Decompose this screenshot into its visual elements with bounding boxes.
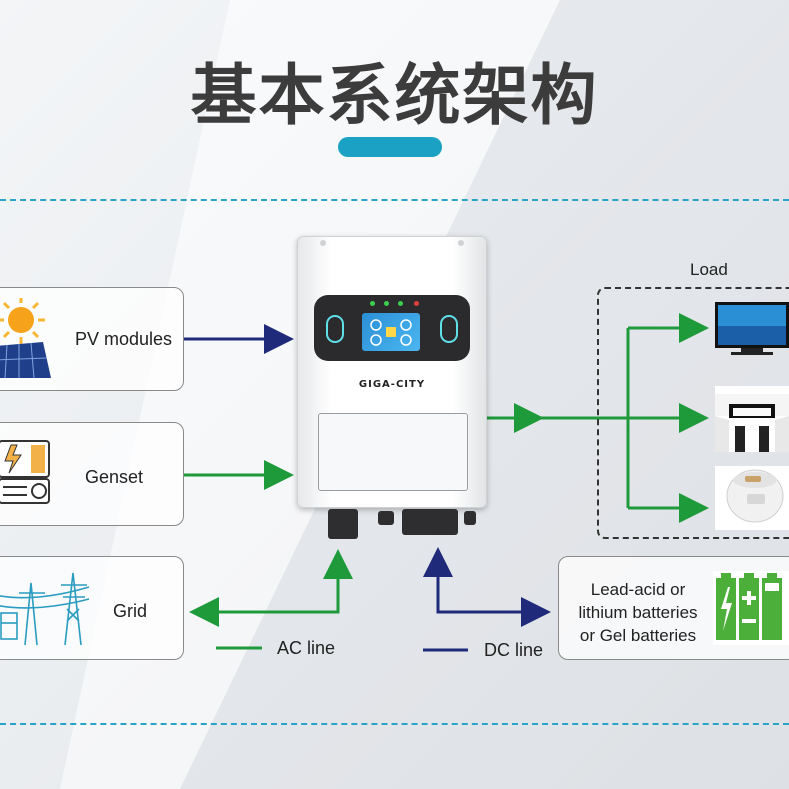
right-indicator-ring <box>440 315 458 343</box>
battery-label-line-3: or Gel batteries <box>579 626 697 645</box>
tv-icon <box>715 302 789 355</box>
pv-modules-box: PV modules <box>0 287 184 391</box>
bottom-divider <box>0 723 789 725</box>
gland-port <box>464 511 476 525</box>
genset-label: Genset <box>85 467 144 487</box>
genset-box: Genset <box>0 422 184 526</box>
top-divider <box>0 199 789 201</box>
battery-label-line-1: Lead-acid or <box>590 580 686 599</box>
page-title: 基本系统架构 <box>190 57 599 134</box>
left-indicator-ring <box>326 315 344 343</box>
battery-label: Lead-acid or lithium batteries or Gel ba… <box>566 578 710 647</box>
dc-connectors <box>402 509 458 535</box>
grid-label: Grid <box>113 601 148 621</box>
inverter-cover-panel <box>318 413 468 491</box>
battery-pack-icon <box>713 571 789 645</box>
load-group <box>597 287 789 539</box>
inverter-display-panel <box>314 295 470 361</box>
grid-box: Grid <box>0 556 184 660</box>
ceiling-light-icon <box>715 386 789 452</box>
ac-connector <box>328 509 358 539</box>
rice-cooker-icon <box>715 466 789 530</box>
battery-label-line-2: lithium batteries <box>578 603 698 622</box>
ac-line-legend-label: AC line <box>277 638 336 658</box>
grid-ac-line <box>189 556 340 627</box>
power-tower-icon <box>0 572 90 646</box>
pv-modules-label: PV modules <box>75 329 173 349</box>
title-underline <box>338 137 442 157</box>
battery-dc-line <box>436 556 551 627</box>
inverter-brand: GIGA-CITY <box>358 379 426 390</box>
inverter-lcd-screen <box>362 313 420 351</box>
generator-icon <box>0 440 50 504</box>
solar-panel-sun-icon <box>0 298 51 379</box>
comm-port <box>378 511 394 525</box>
inverter-unit: GIGA-CITY <box>297 236 487 539</box>
dc-line-legend-label: DC line <box>484 640 544 660</box>
load-label: Load <box>690 260 728 279</box>
